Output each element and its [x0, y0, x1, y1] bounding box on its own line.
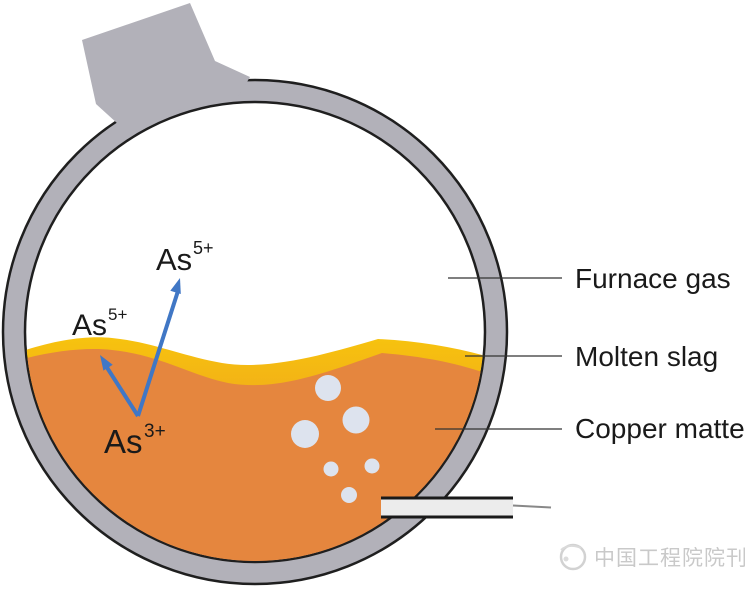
pipe-body [381, 499, 513, 516]
tuyere-pipe [381, 496, 552, 519]
copper-matte-label: Copper matte [575, 413, 745, 444]
molten-slag-label: Molten slag [575, 341, 718, 372]
arrow-to-slag-head-icon [100, 355, 113, 371]
as5-gas-label: As [156, 242, 192, 277]
arrow-to-gas [136, 290, 180, 417]
bubble [342, 406, 370, 434]
legend: Furnace gas Molten slag Copper matte [575, 263, 745, 444]
furnace-gas-label: Furnace gas [575, 263, 731, 294]
journal-logo-dot-icon [563, 556, 569, 562]
watermark: 中国工程院院刊 [559, 543, 745, 571]
bubbles [291, 375, 380, 503]
bubble [364, 458, 380, 474]
as3-matte-label: As [104, 423, 143, 460]
as5-slag-label: As [72, 309, 107, 342]
journal-logo-swoosh-icon [560, 544, 582, 551]
as3-matte-superscript: 3+ [144, 421, 166, 442]
vessel-chimney [82, 3, 250, 124]
bubble [291, 420, 319, 448]
leader-lines [435, 277, 562, 430]
arrow-to-slag [104, 364, 140, 418]
bubble [341, 487, 357, 503]
as5-slag-superscript: 5+ [108, 305, 127, 324]
arrow-to-gas-head-icon [170, 278, 181, 294]
pipe-lance-tip [512, 504, 552, 509]
bubble [323, 461, 339, 477]
as5-gas-superscript: 5+ [193, 238, 214, 258]
watermark-text: 中国工程院院刊 [594, 547, 745, 570]
arsenic-arrows [100, 278, 181, 418]
melt-layers [26, 337, 484, 561]
species-annotations: As 5+ As 5+ As 3+ [72, 238, 214, 460]
bubble [315, 375, 341, 401]
